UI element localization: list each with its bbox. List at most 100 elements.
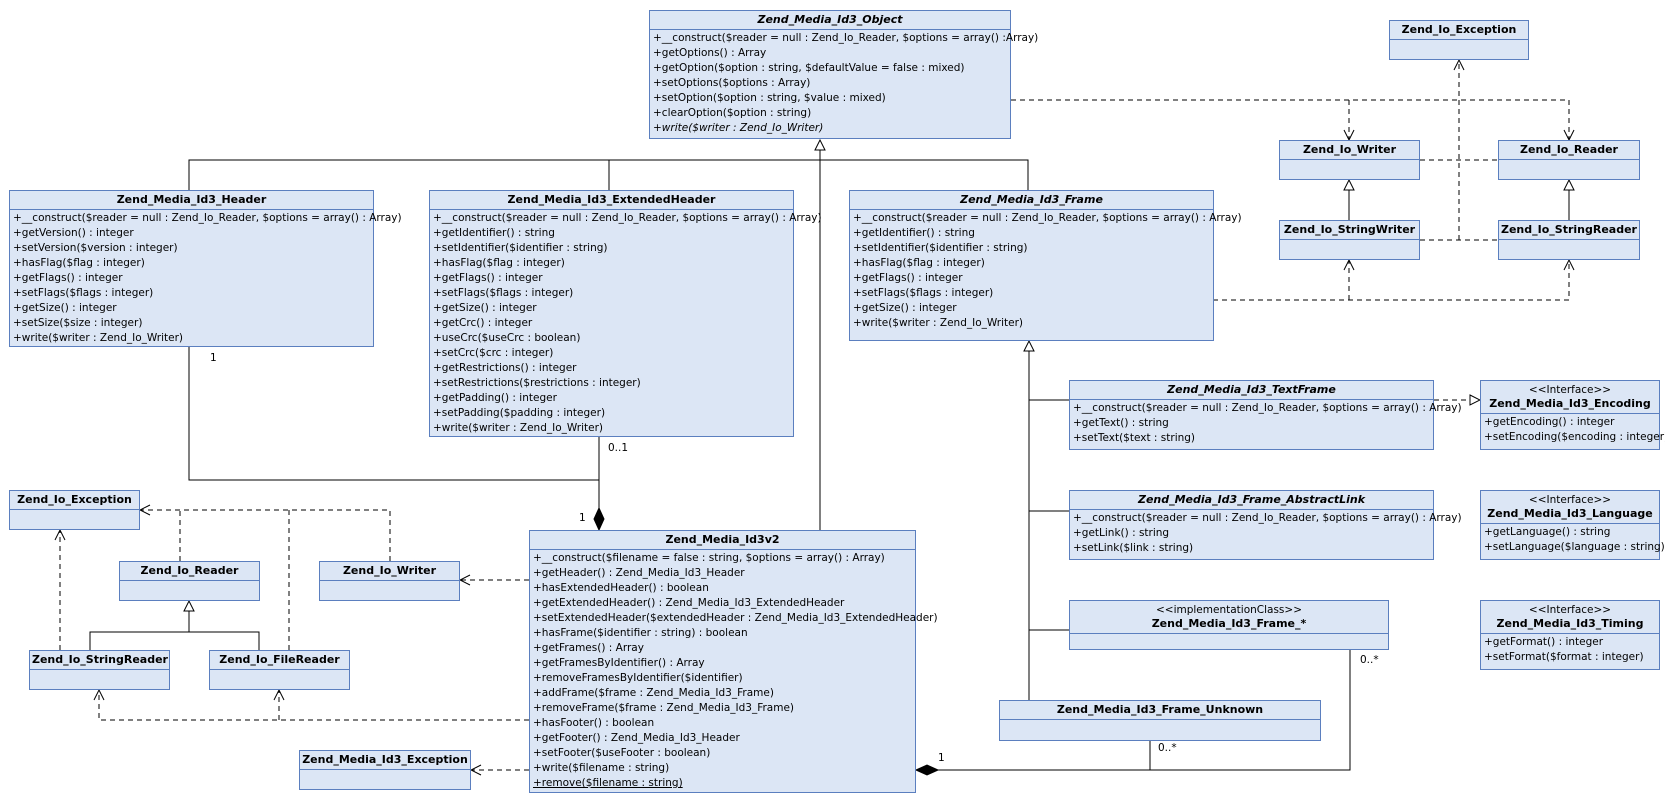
operation: +hasFlag($flag : integer) — [13, 257, 145, 269]
class-name: Zend_Media_Id3_Frame_AbstractLink — [1137, 493, 1366, 506]
operation: +__construct($reader = null : Zend_Io_Re… — [1073, 512, 1462, 524]
class-io-writer-bottom[interactable]: Zend_Io_Writer — [319, 561, 460, 601]
operation: +getOption($option : string, $defaultVal… — [653, 62, 965, 74]
operations-list: +__construct($reader = null : Zend_Io_Re… — [850, 210, 1242, 332]
operation: +removeFramesByIdentifier($identifier) — [533, 672, 743, 684]
operations-list: +getFormat() : integer+setFormat($format… — [1481, 634, 1659, 666]
class-name: Zend_Media_Id3_Timing — [1496, 617, 1644, 630]
class-name: Zend_Media_Id3v2 — [665, 533, 780, 546]
operation: +setFooter($useFooter : boolean) — [533, 747, 711, 759]
class-name: Zend_Media_Id3_Frame_* — [1151, 617, 1307, 630]
multiplicity-header: 1 — [210, 352, 217, 364]
class-name: Zend_Io_Writer — [1302, 143, 1397, 156]
class-io-reader-bottom[interactable]: Zend_Io_Reader — [119, 561, 260, 601]
operation: +getOptions() : Array — [653, 47, 767, 59]
class-id3-extended-header[interactable]: Zend_Media_Id3_ExtendedHeader +__constru… — [429, 190, 822, 437]
operation: +setOptions($options : Array) — [653, 77, 811, 89]
operation: +getIdentifier() : string — [433, 227, 555, 239]
operation: +setFormat($format : integer) — [1484, 651, 1644, 663]
interface-id3-language[interactable]: <<Interface>>Zend_Media_Id3_Language +ge… — [1480, 490, 1665, 560]
operation: +getSize() : integer — [13, 302, 117, 314]
dep-object-io — [1011, 99, 1569, 140]
operation: +getFrames() : Array — [533, 642, 644, 654]
class-id3-header[interactable]: Zend_Media_Id3_Header +__construct($read… — [9, 190, 402, 347]
class-io-writer-top[interactable]: Zend_Io_Writer — [1279, 140, 1420, 180]
operation: +getSize() : integer — [433, 302, 537, 314]
comp-header-id3v2 — [188, 345, 599, 481]
multiplicity-id3v2-composite: 1 — [579, 512, 586, 524]
operation: +getExtendedHeader() : Zend_Media_Id3_Ex… — [533, 597, 845, 609]
operation: +setSize($size : integer) — [13, 317, 143, 329]
operation: +setOption($option : string, $value : mi… — [653, 92, 886, 104]
interface-id3-timing[interactable]: <<Interface>>Zend_Media_Id3_Timing +getF… — [1480, 600, 1660, 670]
operation: +setFlags($flags : integer) — [13, 287, 154, 299]
operation: +setEncoding($encoding : integer) — [1484, 431, 1665, 443]
dep-id3v2-readers — [99, 690, 529, 721]
class-id3-frame[interactable]: Zend_Media_Id3_Frame +__construct($reade… — [849, 190, 1242, 341]
multiplicity-frame-unknown: 0..* — [1158, 742, 1177, 754]
dep-io-exception-bl — [140, 510, 391, 561]
class-name: Zend_Media_Id3_Frame — [960, 193, 1103, 206]
stereotype: <<Interface>> — [1528, 604, 1612, 616]
class-name: Zend_Io_StringReader — [1501, 223, 1637, 236]
class-id3-frame-star[interactable]: <<implementationClass>>Zend_Media_Id3_Fr… — [1069, 600, 1389, 650]
operation: +setIdentifier($identifier : string) — [433, 242, 608, 254]
operation: +getText() : string — [1073, 417, 1169, 429]
operation: +write($writer : Zend_Io_Writer) — [433, 422, 604, 434]
class-io-filereader-bottom[interactable]: Zend_Io_FileReader — [209, 650, 350, 690]
operation: +setCrc($crc : integer) — [433, 347, 554, 359]
operation: +getHeader() : Zend_Media_Id3_Header — [533, 567, 745, 579]
class-io-exception-bottom[interactable]: Zend_Io_Exception — [9, 490, 140, 530]
class-name: Zend_Io_Reader — [140, 564, 239, 577]
operation: +getEncoding() : integer — [1484, 416, 1615, 428]
operation: +useCrc($useCrc : boolean) — [433, 332, 581, 344]
class-id3-frame-unknown[interactable]: Zend_Media_Id3_Frame_Unknown — [999, 700, 1321, 741]
class-io-stringreader-top[interactable]: Zend_Io_StringReader — [1498, 220, 1640, 260]
class-io-stringreader-bottom[interactable]: Zend_Io_StringReader — [29, 650, 170, 690]
operation: +hasFooter() : boolean — [533, 717, 655, 729]
operation: +__construct($reader = null : Zend_Io_Re… — [433, 212, 822, 224]
class-io-stringwriter-top[interactable]: Zend_Io_StringWriter — [1279, 220, 1420, 260]
comp-frames-id3v2 — [916, 648, 1351, 770]
class-id3-text-frame[interactable]: Zend_Media_Id3_TextFrame +__construct($r… — [1069, 380, 1462, 450]
stereotype: <<Interface>> — [1528, 494, 1612, 506]
operation: +getLanguage() : string — [1484, 526, 1611, 538]
class-id3-exception[interactable]: Zend_Media_Id3_Exception — [299, 750, 471, 790]
operation: +__construct($reader = null : Zend_Io_Re… — [13, 212, 402, 224]
operation: +getRestrictions() : integer — [433, 362, 577, 374]
class-id3-object[interactable]: Zend_Media_Id3_Object +__construct($read… — [649, 10, 1038, 139]
operations-list: +getLanguage() : string +setLanguage($lan… — [1481, 524, 1665, 556]
class-name: Zend_Io_FileReader — [219, 653, 340, 666]
operation: +getSize() : integer — [853, 302, 957, 314]
class-name: Zend_Io_Exception — [1401, 23, 1517, 36]
operation: +write($writer : Zend_Io_Writer) — [653, 122, 824, 134]
operation: +setLanguage($language : string) — [1484, 541, 1665, 553]
operation: +setRestrictions($restrictions : integer… — [433, 377, 641, 389]
dep-frame-io — [1213, 260, 1569, 301]
operation: +setFlags($flags : integer) — [853, 287, 994, 299]
operations-list: +getEncoding() : integer +setEncoding($en… — [1481, 414, 1665, 446]
operation: +remove($filename : string) — [533, 777, 683, 789]
class-id3v2[interactable]: Zend_Media_Id3v2 +__construct($filename … — [529, 530, 938, 793]
class-io-reader-top[interactable]: Zend_Io_Reader — [1498, 140, 1640, 180]
operation: +setExtendedHeader($extendedHeader : Zen… — [533, 612, 938, 624]
operation: +getPadding() : integer — [433, 392, 557, 404]
class-name: Zend_Media_Id3_Language — [1487, 507, 1653, 520]
interface-id3-encoding[interactable]: <<Interface>>Zend_Media_Id3_Encoding +ge… — [1480, 380, 1665, 450]
operation: +__construct($reader = null : Zend_Io_Re… — [853, 212, 1242, 224]
operations-list: +__construct($reader = null : Zend_Io_Re… — [10, 210, 402, 347]
class-io-exception-top[interactable]: Zend_Io_Exception — [1389, 20, 1529, 60]
operations-list: +__construct($reader = null : Zend_Io_Re… — [650, 30, 1038, 137]
operation: +getFramesByIdentifier() : Array — [533, 657, 705, 669]
operation: +__construct($reader = null : Zend_Io_Re… — [1073, 402, 1462, 414]
stereotype: <<Interface>> — [1528, 384, 1612, 396]
multiplicity-extended-header: 0..1 — [608, 442, 629, 454]
operations-list: +__construct($reader = null : Zend_Io_Re… — [430, 210, 822, 437]
operations-list: +__construct($reader = null : Zend_Io_Re… — [1070, 400, 1462, 447]
class-id3-frame-abstract-link[interactable]: Zend_Media_Id3_Frame_AbstractLink +__con… — [1069, 490, 1462, 560]
operations-list: +__construct($filename = false : string,… — [530, 550, 938, 792]
class-name: Zend_Media_Id3_TextFrame — [1167, 383, 1336, 396]
operation: +setIdentifier($identifier : string) — [853, 242, 1028, 254]
gen-readers-reader — [89, 631, 260, 650]
